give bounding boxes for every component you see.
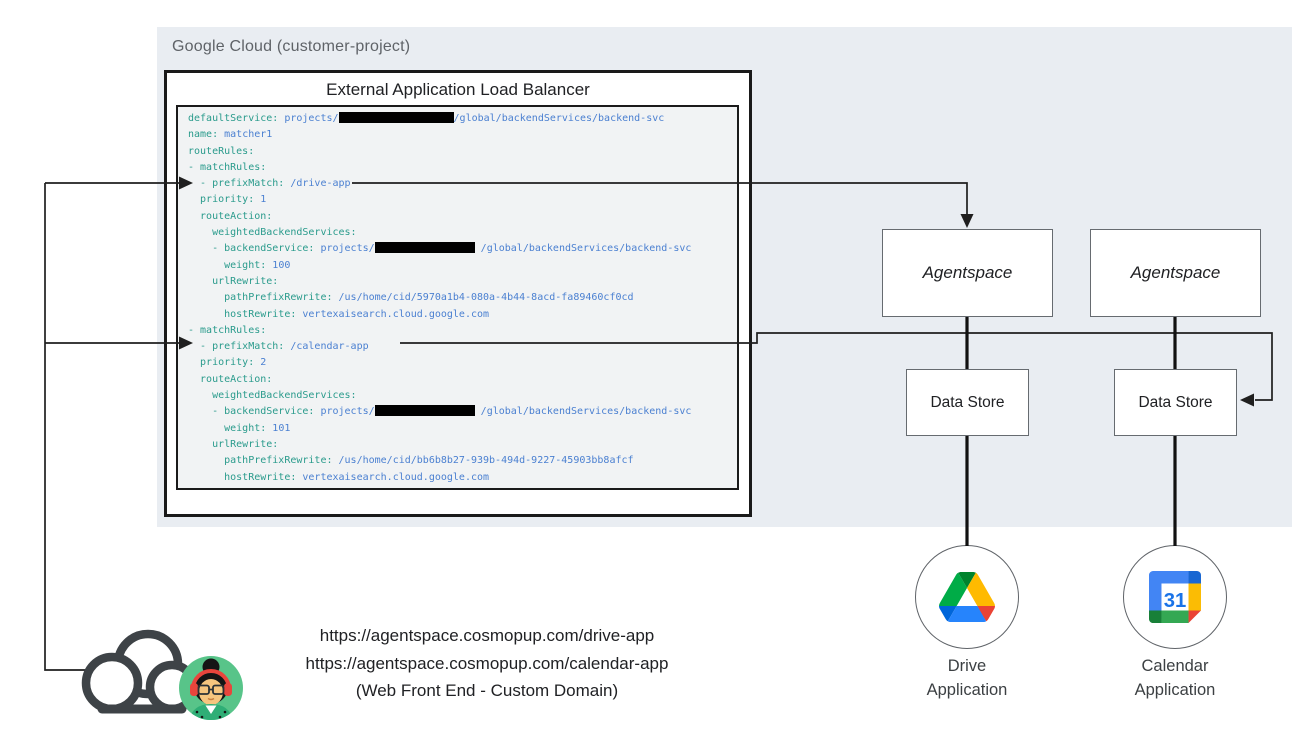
code-line: weightedBackendServices: — [188, 227, 357, 239]
code-line: priority: 1 — [188, 194, 267, 206]
code-line: routeAction: — [188, 210, 273, 222]
code-line: - prefixMatch: /calendar-app — [188, 341, 369, 353]
code-line: - backendService: projects/ /global/back… — [188, 242, 692, 255]
code-line: urlRewrite: — [188, 438, 279, 450]
agentspace-label: Agentspace — [1130, 263, 1221, 282]
frontend-url-drive: https://agentspace.cosmopup.com/drive-ap… — [319, 626, 655, 645]
code-line: pathPrefixRewrite: /us/home/cid/5970a1b4… — [188, 292, 634, 304]
google-drive-icon — [939, 572, 995, 622]
drive-application-node — [915, 545, 1019, 649]
code-line: weightedBackendServices: — [188, 390, 357, 402]
user-avatar — [179, 656, 243, 720]
connector-user-to-lb — [44, 183, 150, 671]
data-store-box-drive: Data Store — [906, 369, 1029, 436]
drive-application-label: Drive Application — [926, 657, 1008, 699]
code-line: - matchRules: — [188, 324, 267, 336]
code-line: defaultService: projects//global/backend… — [188, 112, 665, 124]
data-store-box-calendar: Data Store — [1114, 369, 1237, 436]
agentspace-label: Agentspace — [922, 263, 1013, 282]
code-line: priority: 2 — [188, 357, 267, 369]
code-line: routeRules: — [188, 145, 255, 157]
data-store-label: Data Store — [930, 393, 1005, 411]
frontend-url-calendar: https://agentspace.cosmopup.com/calendar… — [305, 653, 669, 673]
redacted-project-id — [338, 112, 454, 123]
data-store-label: Data Store — [1138, 393, 1213, 411]
redacted-project-id — [374, 242, 475, 254]
code-line: hostRewrite: vertexaisearch.cloud.google… — [188, 471, 490, 483]
calendar-application-node: 31 — [1123, 545, 1227, 649]
agentspace-box-drive: Agentspace — [882, 229, 1053, 317]
google-cloud-panel-title: Google Cloud (customer-project) — [172, 38, 411, 55]
code-line: - matchRules: — [188, 161, 267, 173]
agentspace-box-calendar: Agentspace — [1090, 229, 1261, 317]
code-line: weight: 101 — [188, 422, 291, 434]
code-line: - prefixMatch: /drive-app — [188, 178, 351, 190]
code-line: name: matcher1 — [188, 129, 273, 141]
cloud-icon — [81, 629, 199, 714]
redacted-project-id — [374, 405, 475, 417]
code-line: routeAction: — [188, 373, 273, 385]
code-line: - backendService: projects/ /global/back… — [188, 405, 692, 418]
google-calendar-icon: 31 — [1149, 571, 1201, 623]
calendar-application-label: Calendar Application — [1134, 657, 1216, 699]
calendar-day-number: 31 — [1164, 590, 1187, 612]
code-line: hostRewrite: vertexaisearch.cloud.google… — [188, 308, 490, 320]
frontend-caption: (Web Front End - Custom Domain) — [355, 681, 619, 700]
lb-route-config-code: defaultService: projects//global/backend… — [176, 105, 739, 490]
load-balancer-title: External Application Load Balancer — [326, 80, 590, 99]
code-line: pathPrefixRewrite: /us/home/cid/bb6b8b27… — [188, 455, 634, 467]
web-front-end-text: https://agentspace.cosmopup.com/drive-ap… — [267, 622, 707, 705]
code-line: weight: 100 — [188, 259, 291, 271]
code-line: urlRewrite: — [188, 275, 279, 287]
